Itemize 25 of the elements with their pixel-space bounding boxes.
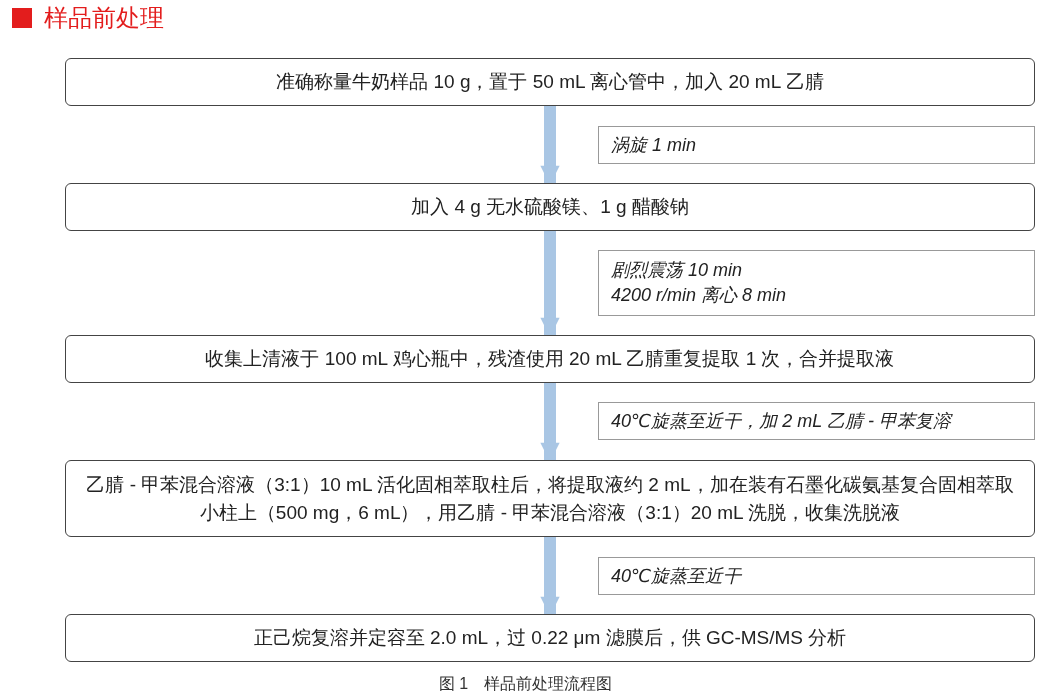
arrow: [540, 383, 560, 462]
step-text: 收集上清液于 100 mL 鸡心瓶中，残渣使用 20 mL 乙腈重复提取 1 次，合并提取液: [205, 347, 895, 371]
section-title: 样品前处理: [44, 3, 164, 33]
process-box: [65, 460, 1035, 537]
note-box: [598, 126, 1035, 164]
arrow: [540, 106, 560, 185]
figure-caption: 图 1 样品前处理流程图: [438, 674, 613, 694]
step-text: 加入 4 g 无水硫酸镁、1 g 醋酸钠: [411, 195, 689, 219]
note-box: [598, 250, 1035, 316]
process-box: [65, 58, 1035, 106]
note-text: 剧烈震荡 10 min: [611, 259, 743, 282]
note-text: 4200 r/min 离心 8 min: [611, 284, 787, 307]
arrow: [540, 231, 560, 337]
note-text: 40℃旋蒸至近干，加 2 mL 乙腈 - 甲苯复溶: [611, 409, 951, 433]
note-box: [598, 557, 1035, 595]
note-text: 40℃旋蒸至近干: [611, 564, 742, 588]
step-text: 准确称量牛奶样品 10 g，置于 50 mL 离心管中，加入 20 mL 乙腈: [276, 70, 824, 94]
process-box: [65, 183, 1035, 231]
process-box: [65, 614, 1035, 662]
arrow: [540, 537, 560, 616]
note-text: 涡旋 1 min: [611, 133, 697, 157]
step-text: 乙腈 - 甲苯混合溶液（3:1）10 mL 活化固相萃取柱后，将提取液约 2 mL，加在装有石墨化碳氨基复合固相萃取小柱上（500 mg，6 mL），用乙腈 - 甲苯混合溶液（3:1）20 mL 洗脱，收集洗脱液: [85, 472, 1015, 525]
note-box: [598, 402, 1035, 440]
process-box: [65, 335, 1035, 383]
step-text: 正己烷复溶并定容至 2.0 mL，过 0.22 μm 滤膜后，供 GC-MS/MS 分析: [253, 626, 847, 650]
